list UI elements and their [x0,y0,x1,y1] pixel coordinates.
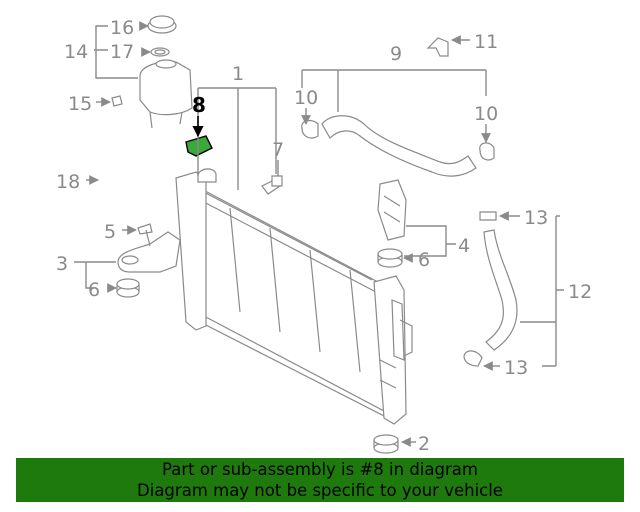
label-2[interactable]: 2 [418,433,430,455]
part-6-grommet-left [116,278,140,298]
part-4-guide [377,179,407,241]
part-13-clamp-bottom [463,350,483,367]
label-17[interactable]: 17 [110,41,134,63]
radiator [175,168,413,425]
part-14-reservoir [139,59,193,129]
label-3[interactable]: 3 [56,253,68,275]
label-10-left[interactable]: 10 [294,87,318,109]
part-13-clamp-top [479,211,497,221]
part-7-plug [261,175,283,195]
label-16[interactable]: 16 [110,17,134,39]
part-15-bolt [111,95,123,107]
part-8-cap [185,135,213,157]
part-10-clamp-left [301,119,319,139]
label-5[interactable]: 5 [104,221,116,243]
parts-diagram: 16 17 14 15 18 1 8 7 9 11 10 10 5 3 6 4 … [56,15,592,455]
part-17-seal [150,47,170,57]
part-11-clip [426,37,449,57]
label-13-top[interactable]: 13 [524,207,548,229]
leader-lines [74,21,564,447]
label-13-bottom[interactable]: 13 [504,357,528,379]
part-6-grommet-right [377,248,403,268]
part-5-bolt [137,223,153,247]
label-4[interactable]: 4 [458,235,470,257]
info-banner: Part or sub-assembly is #8 in diagram Di… [16,458,624,502]
label-6-left[interactable]: 6 [88,279,100,301]
part-12-hose [483,229,518,351]
part-16-cap [147,15,177,34]
label-14[interactable]: 14 [64,41,88,63]
part-3-bracket [117,231,181,273]
part-2-mount [373,434,399,454]
label-12[interactable]: 12 [568,281,592,303]
banner-line-1: Part or sub-assembly is #8 in diagram [162,460,478,479]
label-8[interactable]: 8 [192,93,206,117]
label-9[interactable]: 9 [390,43,402,65]
part-9-hose [321,115,477,177]
label-7[interactable]: 7 [272,139,284,161]
label-15[interactable]: 15 [68,93,92,115]
part-10-clamp-right [479,142,495,161]
label-6-right[interactable]: 6 [418,249,430,271]
label-10-right[interactable]: 10 [474,103,498,125]
label-18[interactable]: 18 [56,171,80,193]
part-18-hose [97,145,155,223]
label-1[interactable]: 1 [232,63,244,85]
banner-line-2: Diagram may not be specific to your vehi… [137,481,503,500]
label-11[interactable]: 11 [474,31,498,53]
